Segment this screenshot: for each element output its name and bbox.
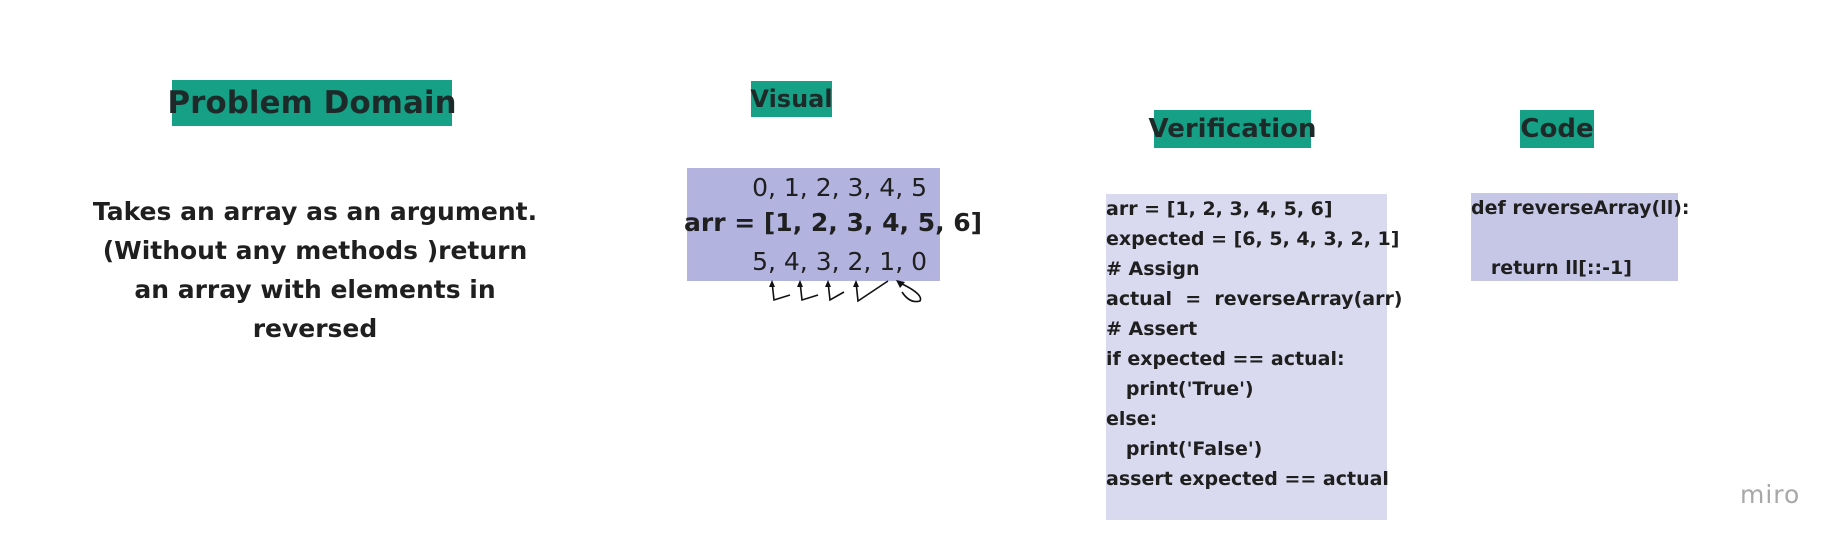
arrow-head	[896, 280, 905, 288]
verification-line: # Assign	[1106, 258, 1200, 280]
miro-logo: miro	[1740, 480, 1801, 509]
verification-line: actual = reverseArray(arr)	[1106, 288, 1403, 310]
problem-domain-heading: Problem Domain	[167, 80, 457, 126]
code-box: def reverseArray(ll): return ll[::-1]	[1471, 193, 1690, 281]
code-line: return ll[::-1]	[1471, 257, 1632, 279]
verification-line: else:	[1106, 408, 1158, 430]
swap-arrow	[855, 280, 889, 303]
code-heading: Code	[1520, 110, 1594, 148]
verification-line: expected = [6, 5, 4, 3, 2, 1]	[1106, 228, 1400, 250]
code-line: def reverseArray(ll):	[1471, 197, 1690, 219]
swap-arrows-icon	[769, 280, 922, 303]
verification-line: # Assert	[1106, 318, 1198, 340]
verification-line: assert expected == actual	[1106, 468, 1389, 490]
visual-heading: Visual	[750, 81, 833, 117]
arrow-head	[853, 280, 859, 287]
swap-arrow	[799, 281, 819, 302]
verification-heading: Verification	[1149, 110, 1317, 148]
visual-array: arr = [1, 2, 3, 4, 5, 6]	[684, 208, 983, 237]
verification-line: print('True')	[1106, 378, 1254, 400]
visual-box: 0, 1, 2, 3, 4, 5 arr = [1, 2, 3, 4, 5, 6…	[684, 168, 982, 281]
arrow-head	[825, 280, 831, 287]
verification-code-box: arr = [1, 2, 3, 4, 5, 6] expected = [6, …	[1106, 194, 1403, 520]
swap-arrow	[771, 281, 791, 302]
verification-line: if expected == actual:	[1106, 348, 1345, 370]
visual-indices: 0, 1, 2, 3, 4, 5	[752, 173, 927, 202]
swap-arrow	[827, 281, 845, 302]
arrow-head	[797, 280, 803, 287]
problem-description: Takes an array as an argument. (Without …	[92, 197, 538, 343]
visual-reversed-indices: 5, 4, 3, 2, 1, 0	[752, 247, 927, 276]
swap-arrow	[897, 281, 922, 303]
verification-line: print('False')	[1106, 438, 1263, 460]
verification-line: arr = [1, 2, 3, 4, 5, 6]	[1106, 198, 1333, 220]
arrow-head	[769, 280, 775, 287]
